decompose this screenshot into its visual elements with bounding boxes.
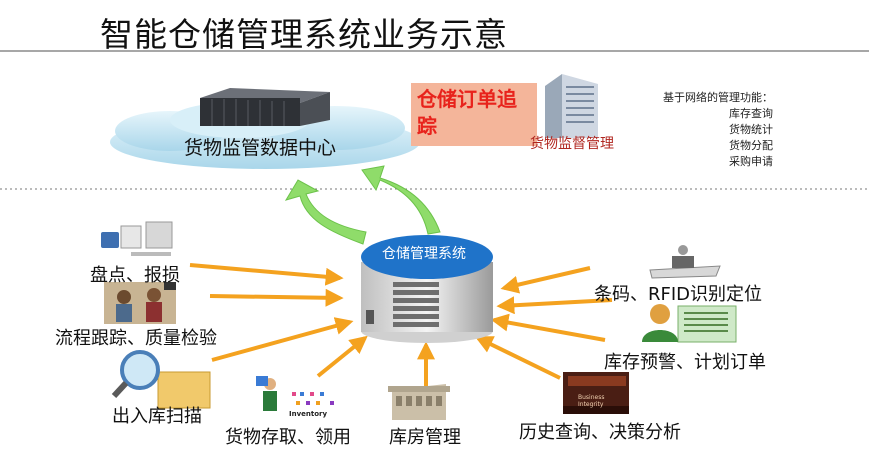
- inventory-card-text: Inventory: [289, 410, 328, 418]
- orange-arrows: [189, 263, 613, 394]
- data-center-label: 货物监管数据中心: [184, 137, 337, 159]
- analyst-icon: [642, 304, 737, 343]
- order-tracking-box: 仓储订单追踪: [411, 83, 537, 146]
- history-label: 历史查询、决策分析: [519, 422, 681, 443]
- office-building-icon: [545, 74, 598, 138]
- warehouse-label: 库房管理: [389, 427, 461, 448]
- function-item: 货物分配: [729, 139, 773, 152]
- function-item: 采购申请: [729, 155, 773, 168]
- scan-label: 出入库扫描: [112, 406, 202, 427]
- page-title: 智能仓储管理系统业务示意: [100, 15, 508, 54]
- green-arrow-up-right: [361, 165, 441, 235]
- data-center-racks-icon: [200, 88, 330, 126]
- diagram-canvas: [0, 50, 869, 420]
- warehouse-building-icon: [388, 384, 450, 420]
- warning-label: 库存预警、计划订单: [604, 352, 766, 373]
- network-functions-heading: 基于网络的管理功能：: [663, 91, 773, 104]
- server-icon: [361, 235, 493, 343]
- function-item: 货物统计: [729, 123, 773, 136]
- business-book-text: Business Integrity: [578, 394, 605, 408]
- storage-label: 货物存取、领用: [225, 427, 351, 448]
- monitoring-label: 货物监督管理: [530, 136, 614, 152]
- process-tracking-label: 流程跟踪、质量检验: [55, 328, 217, 349]
- barcode-label: 条码、RFID识别定位: [594, 284, 763, 305]
- inventory-check-label: 盘点、报损: [90, 265, 180, 286]
- green-arrow-up-left: [284, 179, 367, 245]
- inspection-photo-icon: [104, 282, 176, 324]
- barcode-scanner-icon: [649, 245, 721, 279]
- warehouse-system-label: 仓储管理系统: [382, 246, 466, 262]
- network-functions: 基于网络的管理功能： 库存查询 货物统计 货物分配 采购申请: [663, 90, 773, 170]
- function-item: 库存查询: [729, 107, 773, 120]
- worker-inventory-icon: [256, 376, 334, 411]
- business-book-icon: [563, 372, 629, 414]
- computer-icon: [101, 221, 173, 256]
- magnifier-icon: [111, 350, 211, 409]
